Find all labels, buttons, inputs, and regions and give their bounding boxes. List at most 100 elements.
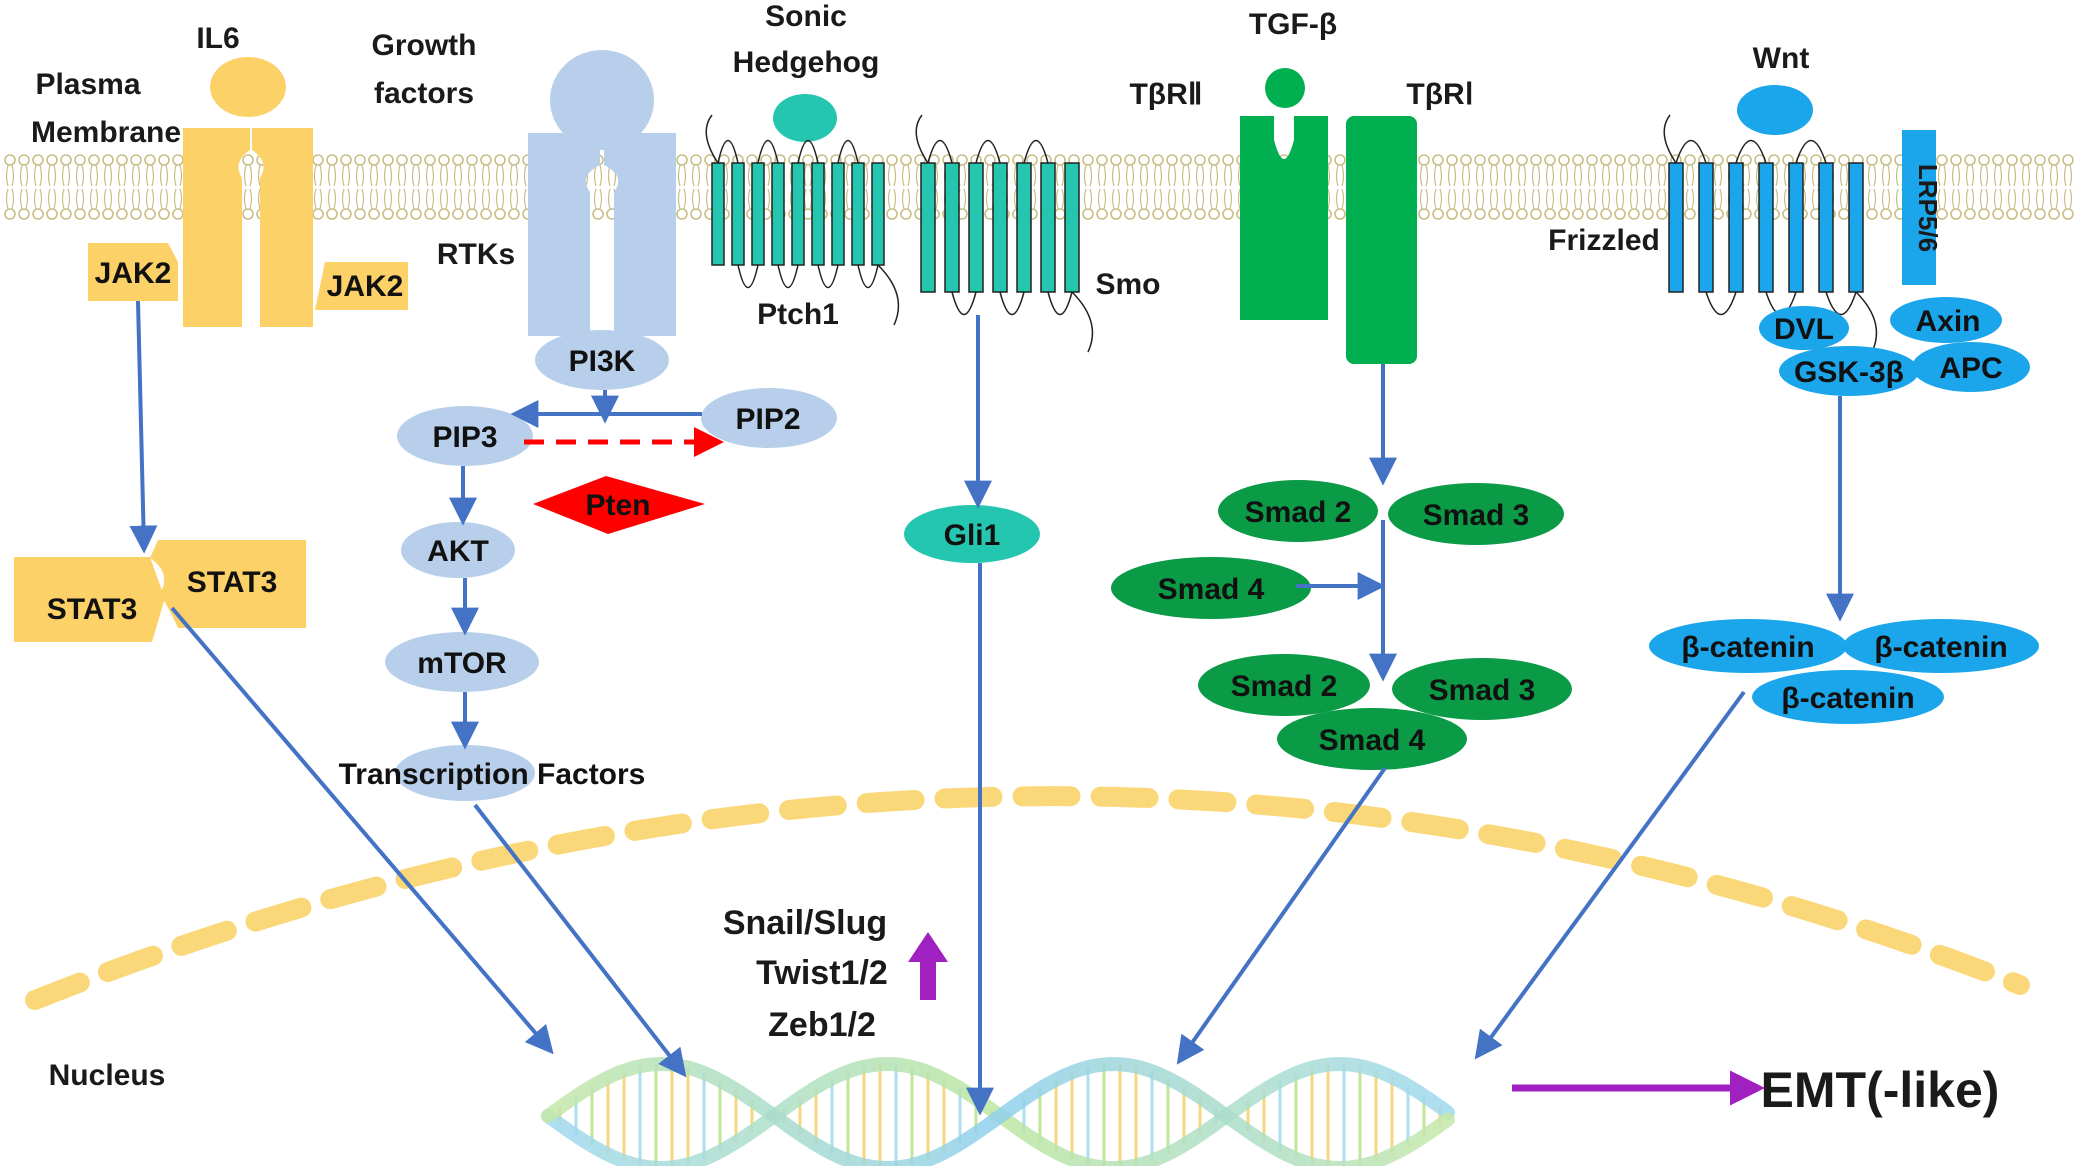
label-jak2-left: JAK2 — [95, 257, 172, 290]
jak2-right-shape — [315, 262, 408, 310]
label-tbr1: TβRⅠ — [1406, 78, 1473, 111]
smad2a-node — [1218, 480, 1378, 542]
label-emt: EMT(-like) — [1761, 1062, 2000, 1118]
upregulation-arrow-icon — [908, 932, 948, 1000]
smad4a-node — [1111, 557, 1311, 619]
label-stat3-right: STAT3 — [187, 566, 278, 599]
label-frizzled: Frizzled — [1548, 224, 1660, 257]
label-dvl: DVL — [1774, 313, 1834, 346]
label-hedgehog: Hedgehog — [733, 46, 880, 79]
stat3-right-shape — [150, 540, 306, 628]
il6-receptor-group — [14, 57, 408, 642]
label-gli1: Gli1 — [944, 519, 1001, 552]
bcatenin3-node — [1752, 670, 1944, 724]
label-plasma: Plasma — [35, 68, 140, 101]
pten-node — [533, 476, 705, 534]
wnt-ligand — [1737, 85, 1813, 135]
rtk-receptor-left — [528, 133, 600, 336]
tgf-beta-ligand — [1265, 68, 1305, 108]
lrp56-receptor — [1902, 130, 1936, 285]
frizzled-receptor — [1663, 114, 1878, 353]
label-smo: Smo — [1095, 268, 1160, 301]
apc-node — [1912, 342, 2030, 392]
label-lrp: LRP5/6 — [1913, 164, 1943, 252]
signal-arrows — [129, 300, 1854, 1116]
label-stat3-left: STAT3 — [47, 593, 138, 626]
label-nucleus: Nucleus — [49, 1059, 166, 1092]
label-smad4a: Smad 4 — [1158, 573, 1265, 606]
label-bcatenin1: β-catenin — [1681, 631, 1814, 664]
tgf-beta-group — [1111, 68, 1572, 770]
il6-receptor-right — [252, 128, 313, 327]
label-axin: Axin — [1915, 305, 1980, 338]
axin-node — [1890, 297, 2002, 343]
arrow-stat-dna — [170, 606, 554, 1055]
il6-ligand — [210, 57, 286, 117]
hedgehog-group — [705, 94, 1094, 563]
label-snail: Snail/Slug — [723, 904, 887, 942]
label-mtor: mTOR — [417, 647, 507, 680]
bcatenin1-node — [1649, 619, 1847, 673]
label-pten: Pten — [585, 489, 650, 522]
arrow-jak-stat — [129, 300, 158, 554]
label-bcatenin2: β-catenin — [1874, 631, 2007, 664]
label-pi3k: PI3K — [569, 345, 636, 378]
label-smad4b: Smad 4 — [1319, 724, 1426, 757]
label-akt: AKT — [427, 535, 489, 568]
label-il6: IL6 — [196, 22, 239, 55]
label-ptch1: Ptch1 — [757, 298, 839, 331]
label-factors: factors — [374, 77, 474, 110]
arrow-tf-dna — [473, 803, 687, 1078]
tbr2-receptor — [1240, 116, 1328, 320]
wnt-group — [1649, 85, 2039, 724]
arrow-smad-dna — [1176, 766, 1387, 1065]
ptch1-receptor — [705, 114, 900, 326]
jak2-left-shape — [88, 243, 178, 301]
pip3-node — [397, 406, 533, 466]
akt-node — [401, 522, 515, 578]
label-rtks: RTKs — [437, 238, 515, 271]
nuclear-envelope — [25, 786, 2030, 1010]
gsk-node — [1779, 346, 1919, 396]
label-zeb: Zeb1/2 — [768, 1006, 876, 1044]
il6-receptor-left — [183, 128, 250, 327]
text-labels: Plasma Membrane IL6 Growth factors Sonic… — [31, 0, 2008, 1118]
dna-helix-icon — [541, 1056, 1455, 1166]
tf-node — [395, 745, 535, 801]
label-tf: Transcription Factors — [339, 758, 646, 791]
smad3b-node — [1392, 658, 1572, 720]
smad2b-node — [1198, 654, 1370, 716]
dvl-node — [1759, 306, 1849, 350]
rtk-receptor-right — [604, 133, 676, 336]
bcatenin2-node — [1843, 619, 2039, 673]
label-growth: Growth — [372, 29, 477, 62]
label-smad2b: Smad 2 — [1231, 670, 1338, 703]
smad4b-node — [1277, 708, 1467, 770]
sonic-hedgehog-ligand — [773, 94, 837, 142]
label-pip3: PIP3 — [432, 421, 497, 454]
label-membrane: Membrane — [31, 116, 181, 149]
label-wnt: Wnt — [1753, 42, 1810, 75]
stat3-left-shape — [14, 557, 165, 642]
pip2-node — [701, 388, 837, 448]
gli1-node — [904, 505, 1040, 563]
tbr1-receptor — [1346, 116, 1417, 364]
label-apc: APC — [1939, 352, 2002, 385]
arrow-bcatenin-dna — [1474, 690, 1746, 1060]
smad3a-node — [1388, 483, 1564, 545]
label-tgf: TGF-β — [1249, 8, 1337, 41]
pi3k-node — [535, 330, 669, 390]
mtor-node — [385, 632, 539, 692]
label-smad3a: Smad 3 — [1423, 499, 1530, 532]
label-pip2: PIP2 — [735, 403, 800, 436]
rtk-group — [385, 50, 837, 801]
label-bcatenin3: β-catenin — [1781, 682, 1914, 715]
label-gsk: GSK-3β — [1794, 356, 1904, 389]
growth-factor-ligand — [550, 50, 654, 150]
label-twist: Twist1/2 — [756, 954, 888, 992]
label-smad2a: Smad 2 — [1245, 496, 1352, 529]
label-smad3b: Smad 3 — [1429, 674, 1536, 707]
label-sonic: Sonic — [765, 0, 847, 33]
